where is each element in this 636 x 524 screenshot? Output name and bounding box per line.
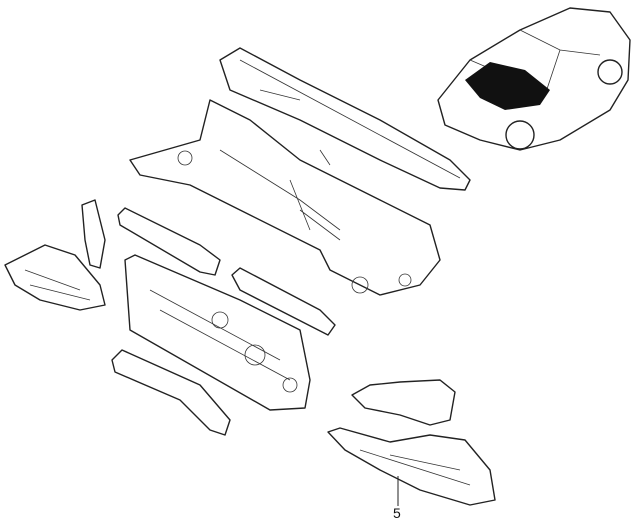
car-thumbnail [437, 7, 631, 151]
dash-panel-assembly [129, 99, 441, 296]
lower-member [111, 349, 231, 436]
pillar-bracket [81, 199, 106, 269]
lower-dash-panel [124, 254, 311, 411]
upper-cowl-panel [219, 47, 471, 191]
left-side-panel [4, 244, 106, 311]
cross-member [117, 207, 221, 276]
callout-label-5: 5 [393, 505, 401, 521]
reinforcement-bracket [231, 267, 336, 336]
right-wheelhouse-bracket [351, 379, 456, 426]
part-5-floor-panel [327, 427, 496, 506]
